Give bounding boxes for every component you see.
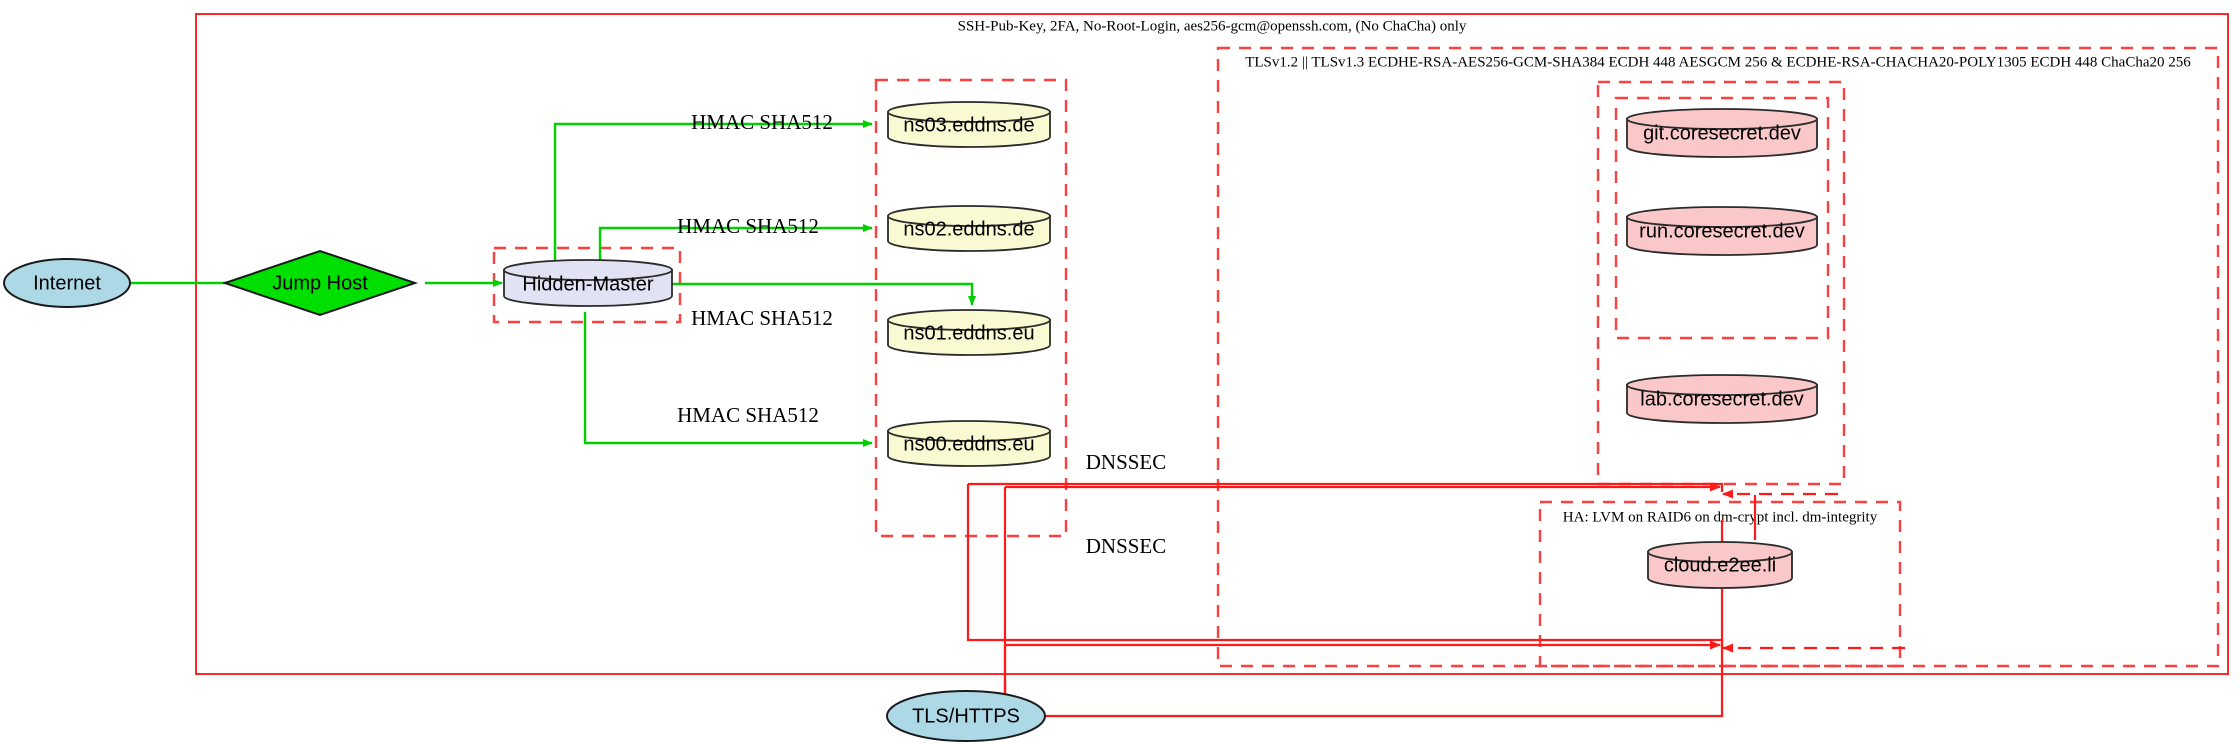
edge-hidden-master-to-ns02 xyxy=(598,224,873,262)
ns03-top[interactable] xyxy=(887,101,1051,123)
ns03-label: ns03.eddns.de xyxy=(903,114,1034,136)
cluster-coresecret-outer-border xyxy=(1596,80,1846,486)
node-lab-coresecret[interactable]: lab.coresecret.dev xyxy=(1626,374,1818,424)
cluster-coresecret-inner-border xyxy=(1614,96,1830,340)
cluster-tls-border xyxy=(1216,46,2220,668)
node-tls-https[interactable]: TLS/HTTPS xyxy=(886,690,1046,742)
edge-label-hmac-ns03: HMAC SHA512 xyxy=(691,110,833,134)
lab-coresecret-label: lab.coresecret.dev xyxy=(1640,388,1803,410)
cluster-ssh-border xyxy=(195,13,2229,675)
edge-hidden-master-to-ns00 xyxy=(583,312,873,447)
ns00-top[interactable] xyxy=(887,420,1051,442)
node-hidden-master[interactable]: Hidden-Master xyxy=(503,259,673,307)
git-coresecret-label: git.coresecret.dev xyxy=(1643,122,1801,144)
node-cloud-e2ee[interactable]: cloud.e2ee.li xyxy=(1647,541,1793,589)
cluster-ssh-label: SSH-Pub-Key, 2FA, No-Root-Login, aes256-… xyxy=(958,18,1467,34)
cluster-tls-label: TLSv1.2 || TLSv1.3 ECDHE-RSA-AES256-GCM-… xyxy=(1245,54,2191,70)
cluster-ns-box xyxy=(874,78,1068,538)
ns00-label: ns00.eddns.eu xyxy=(903,433,1034,455)
hidden-master-top[interactable] xyxy=(503,259,673,281)
jump-host-shape[interactable] xyxy=(221,249,419,317)
cluster-ssh: SSH-Pub-Key, 2FA, No-Root-Login, aes256-… xyxy=(195,13,2229,675)
cluster-ha-border xyxy=(1538,500,1902,668)
jump-host-label: Jump Host xyxy=(272,272,368,294)
edge-label-hmac-ns01: HMAC SHA512 xyxy=(691,306,833,330)
ns02-top[interactable] xyxy=(887,205,1051,227)
edge-label-dnssec-lower: DNSSEC xyxy=(1086,534,1167,558)
edge-dnssec-upper-route xyxy=(968,482,1724,492)
internet-shape[interactable] xyxy=(3,258,131,308)
git-coresecret-top[interactable] xyxy=(1626,108,1818,130)
cluster-ha: HA: LVM on RAID6 on dm-crypt incl. dm-in… xyxy=(1538,500,1902,668)
node-jump-host[interactable]: Jump Host xyxy=(221,249,419,317)
edge-label-hmac-ns00: HMAC SHA512 xyxy=(677,403,819,427)
tls-https-shape[interactable] xyxy=(886,690,1046,742)
node-ns01[interactable]: ns01.eddns.eu xyxy=(887,309,1051,356)
cluster-coresecret-outer-box xyxy=(1596,80,1846,486)
cluster-tls: TLSv1.2 || TLSv1.3 ECDHE-RSA-AES256-GCM-… xyxy=(1216,46,2220,668)
cluster-coresecret-inner-box xyxy=(1614,96,1830,340)
edge-hidden-master-to-ns01 xyxy=(660,282,976,306)
cloud-e2ee-top[interactable] xyxy=(1647,541,1793,563)
node-internet[interactable]: Internet xyxy=(3,258,131,308)
internet-label: Internet xyxy=(33,272,101,294)
lab-coresecret-top[interactable] xyxy=(1626,374,1818,396)
run-coresecret-label: run.coresecret.dev xyxy=(1639,220,1805,242)
ns01-label: ns01.eddns.eu xyxy=(903,322,1034,344)
ns02-label: ns02.eddns.de xyxy=(903,218,1034,240)
cluster-ha-label: HA: LVM on RAID6 on dm-crypt incl. dm-in… xyxy=(1563,509,1878,525)
cluster-ns-border xyxy=(874,78,1068,538)
node-ns02[interactable]: ns02.eddns.de xyxy=(887,205,1051,252)
tls-https-label: TLS/HTTPS xyxy=(912,705,1020,727)
edge-label-dnssec-upper: DNSSEC xyxy=(1086,450,1167,474)
node-git-coresecret[interactable]: git.coresecret.dev xyxy=(1626,108,1818,158)
ns01-top[interactable] xyxy=(887,309,1051,331)
cloud-e2ee-label: cloud.e2ee.li xyxy=(1664,554,1776,576)
node-ns00[interactable]: ns00.eddns.eu xyxy=(887,420,1051,467)
node-run-coresecret[interactable]: run.coresecret.dev xyxy=(1626,206,1818,256)
edge-label-hmac-ns02: HMAC SHA512 xyxy=(677,214,819,238)
edge-hidden-master-to-ns03 xyxy=(553,120,873,262)
hidden-master-label: Hidden-Master xyxy=(522,273,654,295)
node-ns03[interactable]: ns03.eddns.de xyxy=(887,101,1051,148)
run-coresecret-top[interactable] xyxy=(1626,206,1818,228)
